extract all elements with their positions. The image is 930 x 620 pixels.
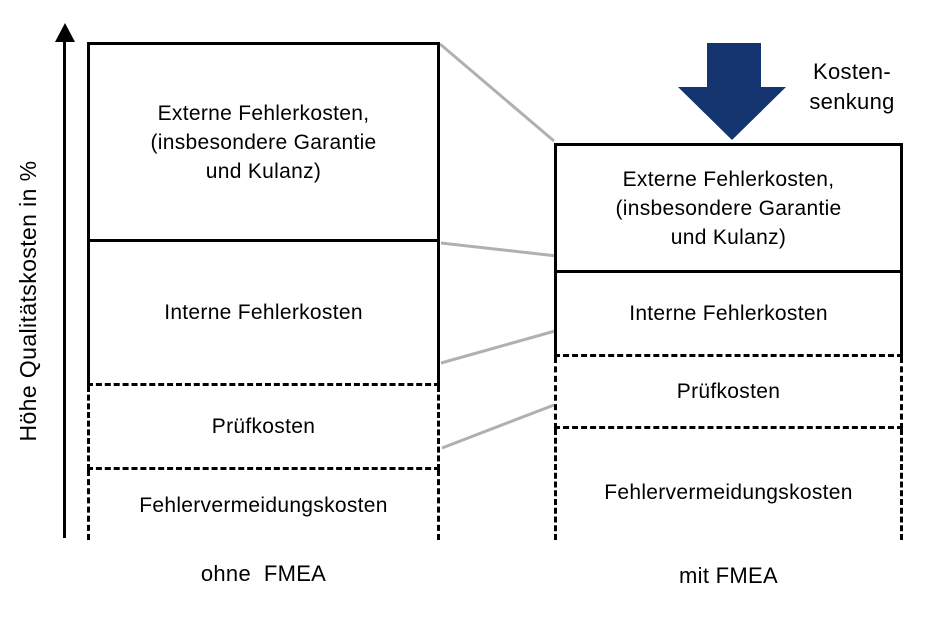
column-label-mit-fmea: mit FMEA [679, 563, 778, 588]
box-label: Fehlervermeidungskosten [604, 481, 853, 504]
connector-line-pruef-fehler [441, 403, 555, 450]
box-label: Externe Fehlerkosten, (insbesondere Gara… [615, 167, 842, 249]
box-label: Prüfkosten [676, 380, 781, 403]
box-mit-fehlervermeidungskosten: Fehlervermeidungskosten [554, 429, 903, 540]
box-ohne-pruefkosten: Prüfkosten [87, 386, 440, 470]
box-label: Prüfkosten [211, 415, 316, 438]
box-mit-externe-fehlerkosten: Externe Fehlerkosten, (insbesondere Gara… [554, 143, 903, 273]
connector-line-interne-pruef [440, 329, 556, 365]
box-ohne-interne-fehlerkosten: Interne Fehlerkosten [87, 242, 440, 386]
box-label: Externe Fehlerkosten, (insbesondere Gara… [150, 101, 377, 183]
box-label: Interne Fehlerkosten [629, 302, 828, 325]
y-axis-label: Höhe Qualitätskosten in % [14, 160, 41, 442]
column-label-ohne-fmea: ohne FMEA [200, 561, 327, 586]
cost-reduction-label-line1: Kosten- [813, 59, 891, 84]
box-ohne-fehlervermeidungskosten: Fehlervermeidungskosten [87, 470, 440, 540]
y-axis-arrowhead-icon [55, 23, 75, 42]
cost-reduction-label: Kosten- senkung [794, 57, 910, 117]
connector-line-externe-top [439, 42, 555, 143]
box-mit-pruefkosten: Prüfkosten [554, 357, 903, 429]
cost-reduction-arrow-icon [678, 43, 786, 140]
y-axis-line [63, 36, 66, 538]
connector-line-externe-interne [440, 241, 558, 258]
cost-reduction-label-line2: senkung [809, 89, 895, 114]
box-mit-interne-fehlerkosten: Interne Fehlerkosten [554, 273, 903, 357]
box-ohne-externe-fehlerkosten: Externe Fehlerkosten, (insbesondere Gara… [87, 42, 440, 242]
box-label: Interne Fehlerkosten [164, 301, 363, 324]
box-label: Fehlervermeidungskosten [139, 493, 388, 517]
